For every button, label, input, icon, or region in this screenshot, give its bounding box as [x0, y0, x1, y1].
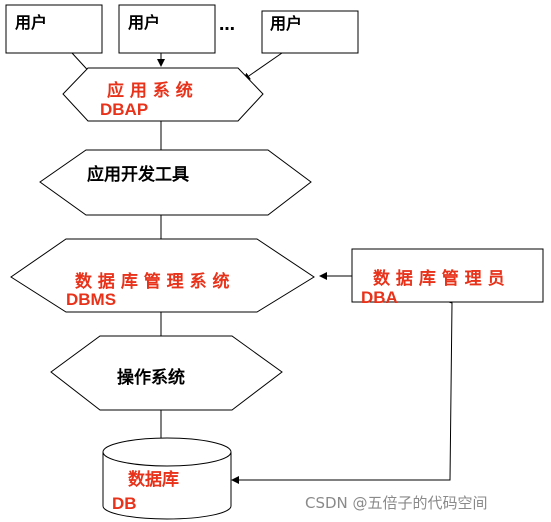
csdn-watermark: CSDN @五倍子的代码空间 — [305, 494, 488, 512]
users-ellipsis: … — [219, 15, 235, 34]
user-box-3: 用户 — [261, 10, 359, 54]
dba-to-db-arrow — [231, 301, 453, 484]
dba-box: 数 据 库 管 理 员 DBA — [351, 248, 544, 307]
dbms-hexagon: 数 据 库 管 理 系 统 DBMS — [10, 238, 315, 313]
database-abbr: DB — [112, 494, 137, 513]
user-box-2: 用户 — [118, 4, 216, 54]
user-label-3: 用户 — [270, 14, 302, 33]
dba-label: 数 据 库 管 理 员 — [373, 268, 505, 289]
os-label: 操作系统 — [117, 367, 185, 388]
dev-tools-label: 应用开发工具 — [87, 164, 189, 185]
app-system-hexagon: 应 用 系 统 DBAP — [62, 67, 264, 122]
dev-tools-hexagon: 应用开发工具 — [39, 149, 312, 216]
user-label-2: 用户 — [128, 13, 160, 32]
database-cylinder: 数据库 DB — [102, 437, 232, 520]
dba-abbr: DBA — [361, 288, 398, 307]
os-hexagon: 操作系统 — [50, 335, 283, 411]
app-system-abbr: DBAP — [100, 100, 148, 119]
database-label: 数据库 — [128, 469, 179, 490]
dbms-label: 数 据 库 管 理 系 统 — [75, 271, 230, 292]
dbms-abbr: DBMS — [66, 290, 116, 309]
user-label-1: 用户 — [15, 13, 47, 32]
user-box-1: 用户 — [5, 4, 103, 54]
app-system-label: 应 用 系 统 — [107, 80, 193, 101]
user3-to-app-arrow — [242, 52, 283, 81]
